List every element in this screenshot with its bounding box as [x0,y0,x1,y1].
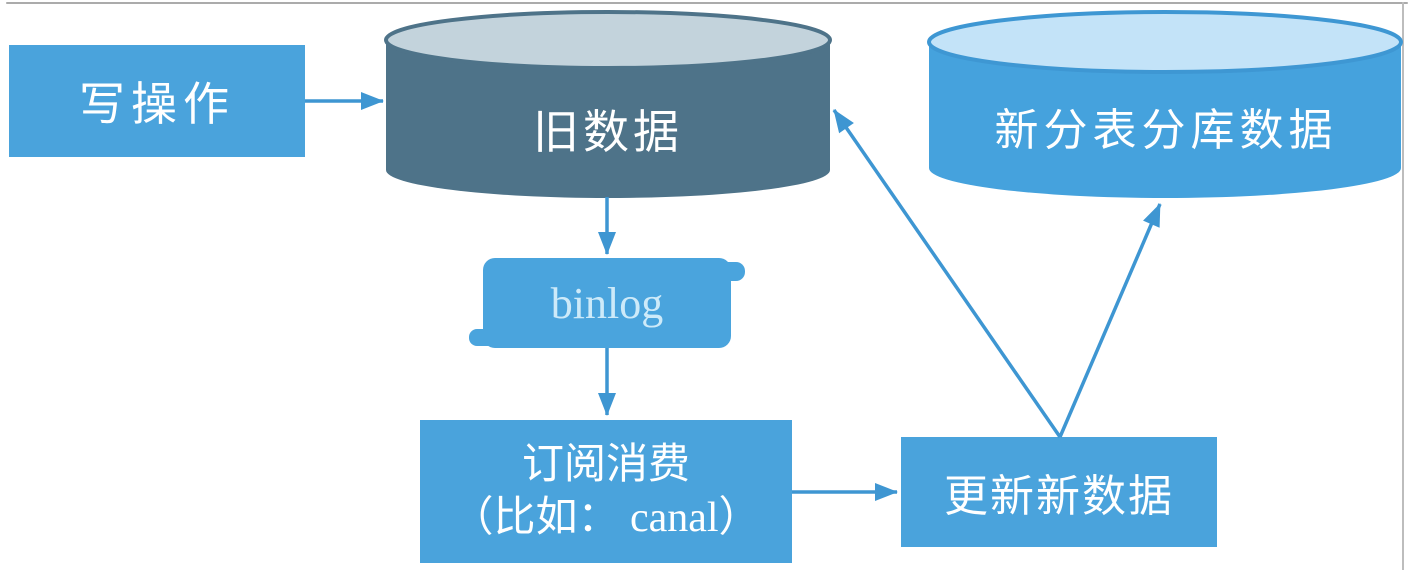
node-update-new-data-label: 更新新数据 [944,472,1174,521]
cylinder-old-data [384,10,832,198]
cylinder-old-data-top [384,10,832,70]
node-subscribe-consume-label-line1: 订阅消费 [521,441,690,488]
node-update-new-data: 更新新数据 [901,437,1217,547]
cylinder-new-data [927,10,1403,198]
node-binlog-label: binlog [550,278,664,328]
screenshot-top-border [6,2,1408,4]
node-write-operation-label: 写操作 [79,79,235,130]
node-subscribe-consume-label-line2: （比如： canal） [451,494,761,541]
node-subscribe-consume: 订阅消费 （比如： canal） [420,420,792,563]
screenshot-right-border [1402,2,1404,570]
node-binlog: binlog [483,258,731,348]
node-write-operation: 写操作 [9,45,305,157]
cylinder-new-data-top [927,10,1403,74]
arrow-update-to-newdata [1058,203,1162,438]
